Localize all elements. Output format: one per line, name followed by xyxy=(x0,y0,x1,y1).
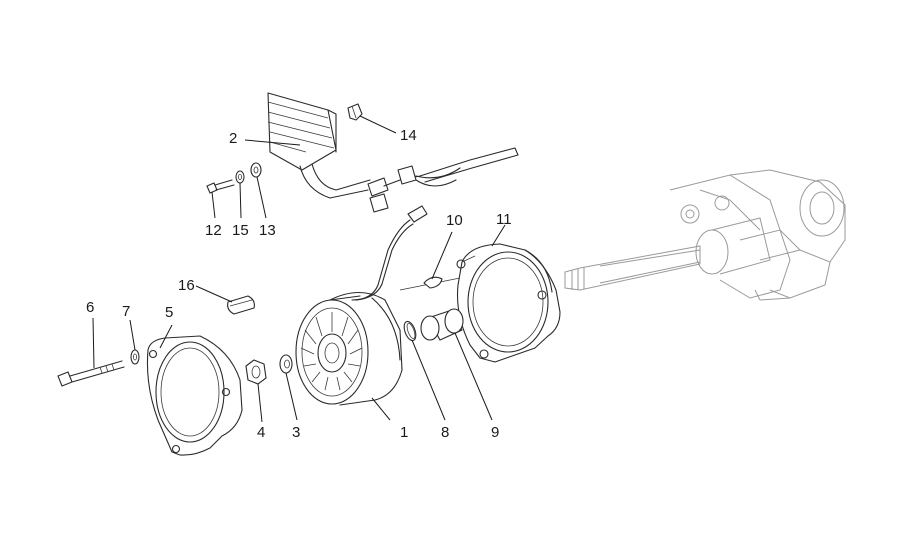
label-16: 16 xyxy=(178,277,195,294)
clip-part-14 xyxy=(347,103,363,121)
label-2: 2 xyxy=(229,130,237,147)
key-part-16 xyxy=(227,295,255,315)
front-cover-part-5 xyxy=(146,335,243,456)
label-13: 13 xyxy=(259,222,276,239)
label-8: 8 xyxy=(441,424,449,441)
label-4: 4 xyxy=(257,424,265,441)
label-3: 3 xyxy=(292,424,300,441)
label-15: 15 xyxy=(232,222,249,239)
stator-rotor-part-1 xyxy=(295,205,428,406)
woodruff-key-part-10 xyxy=(423,276,443,289)
leader-lines xyxy=(92,115,506,423)
label-9: 9 xyxy=(491,424,499,441)
label-14: 14 xyxy=(400,127,417,144)
label-6: 6 xyxy=(86,299,94,316)
washer-part-7 xyxy=(130,349,140,365)
washer-part-13 xyxy=(250,162,262,178)
part-labels: 1 2 3 4 5 6 7 8 9 10 11 12 13 14 15 16 xyxy=(86,127,512,441)
label-5: 5 xyxy=(165,304,173,321)
crankshaft-drawing xyxy=(564,169,846,301)
regulator-part-2 xyxy=(267,92,519,213)
washer-part-3 xyxy=(279,354,293,374)
o-ring-part-8 xyxy=(403,320,417,342)
housing-cover-part-11 xyxy=(456,243,561,363)
label-11: 11 xyxy=(496,211,512,228)
bolt-part-6 xyxy=(57,360,125,387)
label-12: 12 xyxy=(205,222,222,239)
label-10: 10 xyxy=(446,212,463,229)
sleeve-part-9 xyxy=(420,308,464,341)
label-7: 7 xyxy=(122,303,130,320)
nut-part-4 xyxy=(245,359,267,385)
bolt-part-12 xyxy=(206,179,235,194)
washer-part-15 xyxy=(235,170,245,184)
label-1: 1 xyxy=(400,424,408,441)
